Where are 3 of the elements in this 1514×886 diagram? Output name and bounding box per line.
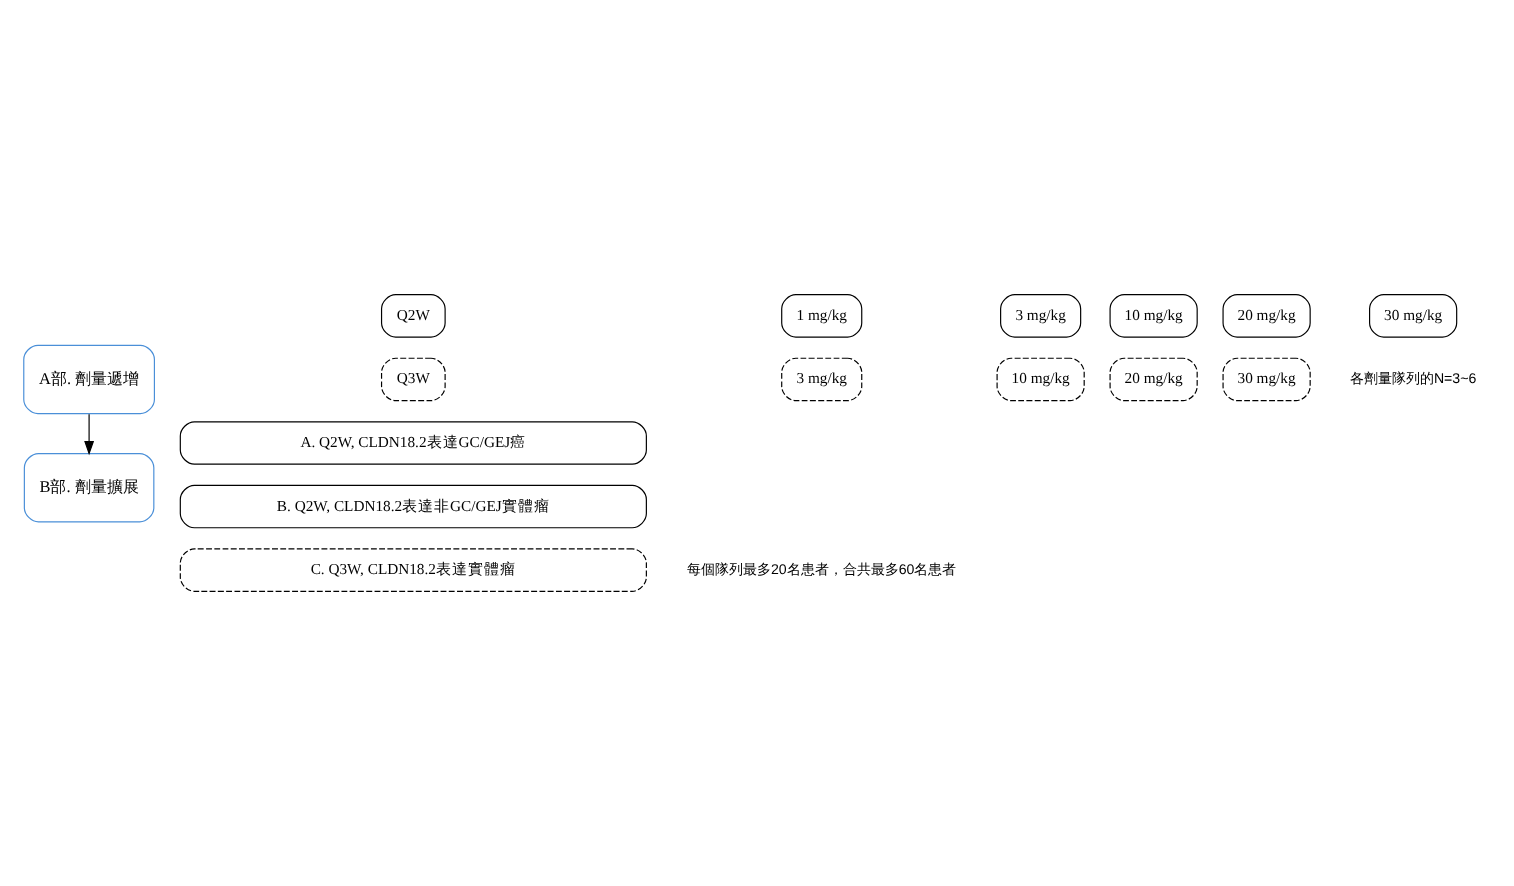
arrow <box>84 413 95 456</box>
node-box: A部. 劑量遞增 <box>23 344 155 415</box>
node-box: B部. 劑量擴展 <box>23 453 155 523</box>
